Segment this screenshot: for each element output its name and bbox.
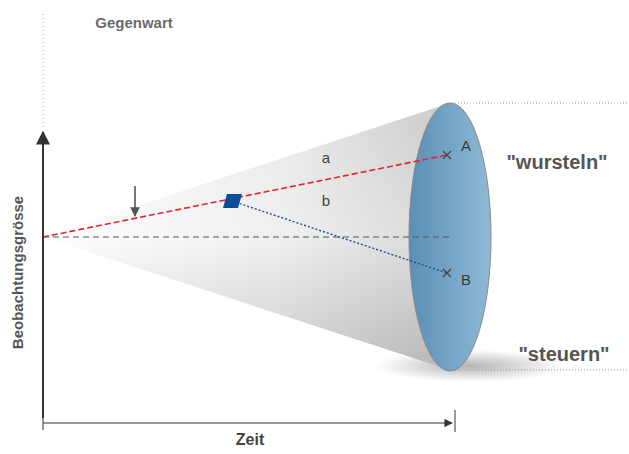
pointer-arrow (134, 186, 136, 216)
extension-line (452, 370, 629, 371)
point-label: A (461, 138, 471, 153)
intervention-marker (223, 194, 242, 208)
y-axis (42, 132, 44, 418)
x-axis (43, 422, 452, 423)
title-label: Gegenwart (95, 15, 173, 30)
cone-shade (43, 103, 450, 370)
point-mark (443, 151, 451, 159)
axis-label: Zeit (236, 432, 264, 448)
point-label: B (461, 272, 471, 287)
segment-label: b (322, 193, 330, 208)
segment-label: a (322, 150, 330, 165)
region-label: "wursteln" (506, 152, 607, 172)
point-mark (443, 269, 451, 277)
extension-line (452, 103, 629, 104)
axis-tick (455, 410, 456, 432)
axis-label: Beobachtungsgrösse (11, 195, 26, 348)
trend-line (43, 155, 447, 237)
region-label: "steuern" (518, 344, 609, 364)
cone-body (43, 103, 450, 370)
guide-line (43, 14, 44, 128)
center-line (43, 237, 450, 238)
axis-tick (43, 418, 44, 430)
steer-line (232, 201, 447, 273)
